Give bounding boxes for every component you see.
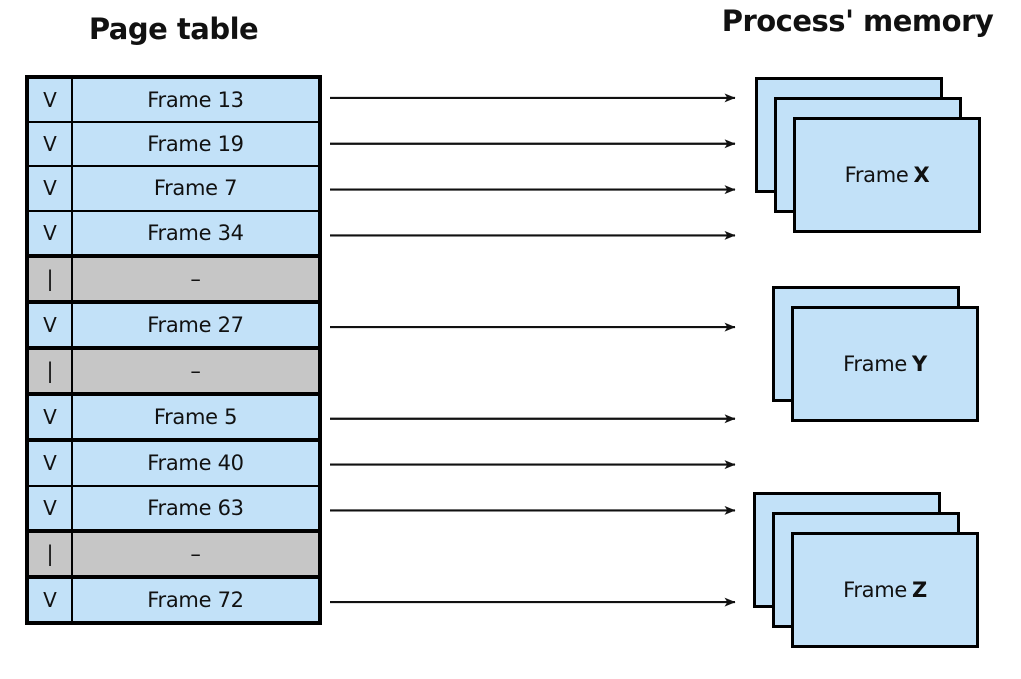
valid-flag-cell: V — [29, 123, 73, 166]
page-table-row: V Frame 72 — [29, 574, 318, 622]
frame-cell: Frame 5 — [73, 396, 318, 439]
frame-cell: – — [73, 350, 318, 393]
frame-cell: Frame 27 — [73, 303, 318, 347]
frame-label-variable: Z — [912, 578, 927, 602]
process-memory-title: Process' memory — [721, 4, 994, 38]
page-table-title: Page table — [88, 12, 259, 46]
valid-flag-cell: V — [29, 486, 73, 529]
valid-flag-cell: V — [29, 442, 73, 485]
frame-label-prefix: Frame — [843, 578, 907, 602]
valid-flag-cell: V — [29, 211, 73, 254]
frame-cell: Frame 19 — [73, 123, 318, 166]
page-table-row: | – — [29, 528, 318, 575]
frame-label-variable: X — [913, 163, 930, 187]
page-table-row: V Frame 13 — [29, 79, 318, 122]
frame-cell: Frame 72 — [73, 578, 318, 622]
page-table-row: V Frame 19 — [29, 121, 318, 166]
frame-cell: Frame 7 — [73, 167, 318, 210]
page-table-row: V Frame 34 — [29, 209, 318, 254]
page-table-row: V Frame 40 — [29, 438, 318, 485]
frame-cell: Frame 63 — [73, 486, 318, 529]
valid-flag-cell: V — [29, 303, 73, 347]
valid-flag-cell: | — [29, 350, 73, 393]
valid-flag-cell: V — [29, 396, 73, 439]
valid-flag-cell: V — [29, 578, 73, 622]
frame-label-variable: Y — [912, 352, 927, 376]
frame-cell: – — [73, 532, 318, 575]
frame-cell: Frame 34 — [73, 211, 318, 254]
page-table-row: V Frame 63 — [29, 484, 318, 529]
page-table-row: | – — [29, 346, 318, 393]
page-table-row: | – — [29, 253, 318, 300]
page-table: V Frame 13 V Frame 19 V Frame 7 V Frame … — [25, 75, 322, 625]
page-table-row: V Frame 7 — [29, 165, 318, 210]
page-table-row: V Frame 27 — [29, 299, 318, 347]
valid-flag-cell: V — [29, 79, 73, 122]
frame-cell: – — [73, 257, 318, 300]
valid-flag-cell: V — [29, 167, 73, 210]
mapping-arrows — [330, 93, 736, 607]
frame-label-prefix: Frame — [843, 352, 907, 376]
page-table-row: V Frame 5 — [29, 392, 318, 439]
valid-flag-cell: | — [29, 532, 73, 575]
frame-cell: Frame 13 — [73, 79, 318, 122]
frame-label-prefix: Frame — [844, 163, 909, 187]
valid-flag-cell: | — [29, 257, 73, 300]
frame-cell: Frame 40 — [73, 442, 318, 485]
